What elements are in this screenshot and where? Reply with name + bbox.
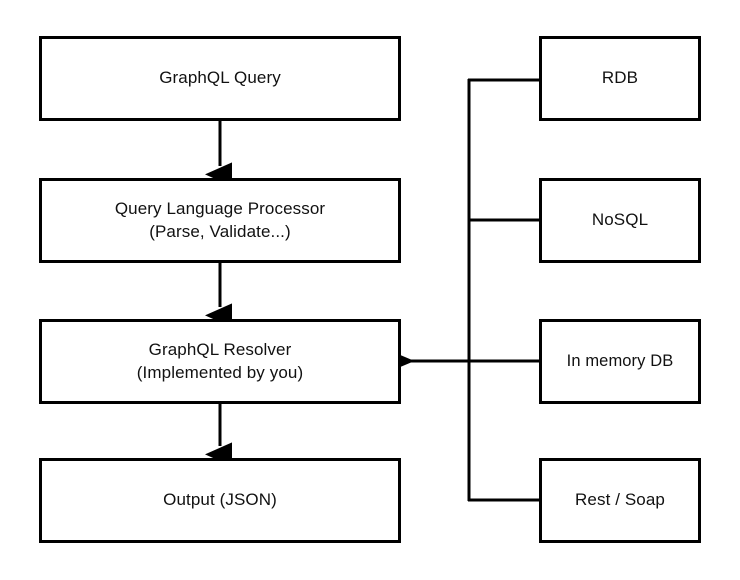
- node-nosql[interactable]: NoSQL: [539, 178, 701, 263]
- node-output-json[interactable]: Output (JSON): [39, 458, 401, 543]
- node-output-json-label: Output (JSON): [163, 490, 277, 510]
- node-in-memory-db-label: In memory DB: [566, 352, 674, 371]
- node-query-language-processor[interactable]: Query Language Processor (Parse, Validat…: [39, 178, 401, 263]
- node-rest-soap-label: Rest / Soap: [575, 490, 665, 510]
- node-graphql-query-label: GraphQL Query: [159, 68, 281, 88]
- node-nosql-label: NoSQL: [591, 210, 649, 230]
- node-in-memory-db[interactable]: In memory DB: [539, 319, 701, 404]
- node-rdb[interactable]: RDB: [539, 36, 701, 121]
- node-graphql-resolver-label: GraphQL Resolver (Implemented by you): [136, 339, 304, 382]
- node-rdb-label: RDB: [601, 68, 639, 88]
- node-graphql-resolver[interactable]: GraphQL Resolver (Implemented by you): [39, 319, 401, 404]
- node-graphql-query[interactable]: GraphQL Query: [39, 36, 401, 121]
- node-rest-soap[interactable]: Rest / Soap: [539, 458, 701, 543]
- node-query-language-processor-label: Query Language Processor (Parse, Validat…: [114, 198, 326, 241]
